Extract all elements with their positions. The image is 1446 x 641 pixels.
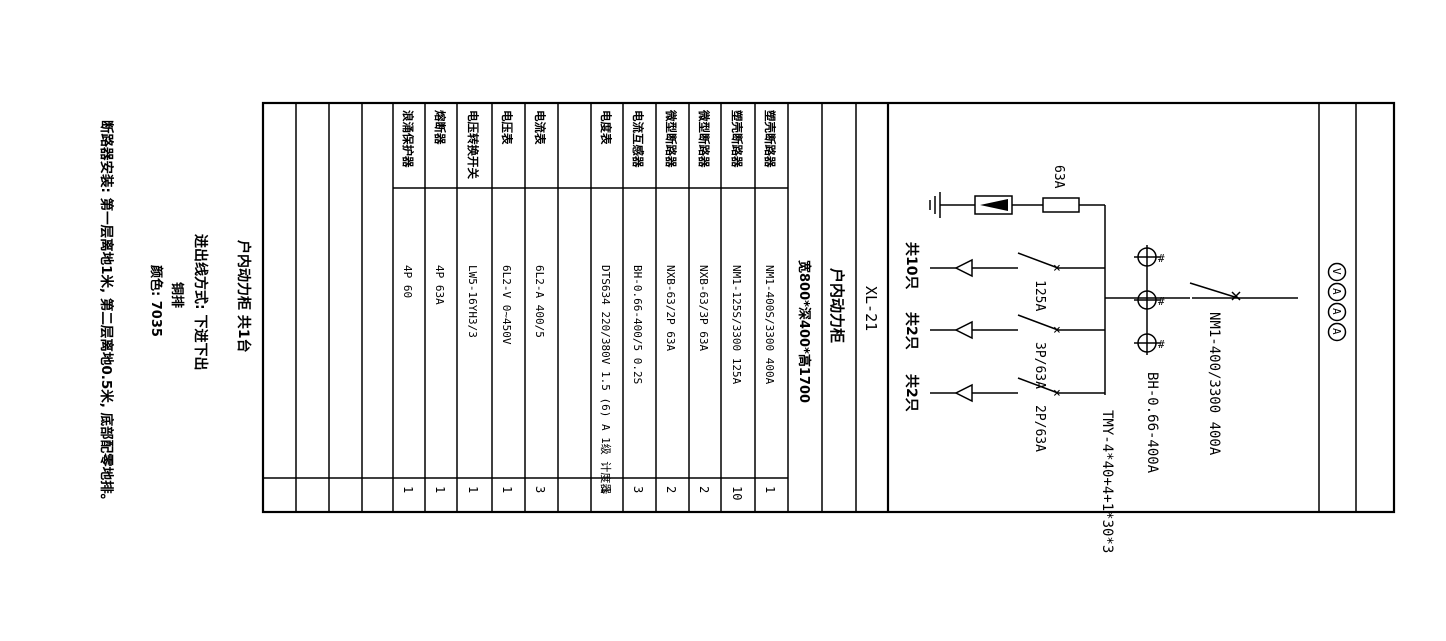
- fuse-symbol: [1042, 197, 1080, 213]
- current-transformer-group: # # #: [1134, 245, 1165, 355]
- component-spec: NXB-63/2P 63A: [664, 265, 677, 351]
- meter-circle: [1327, 302, 1347, 322]
- component-spec: 4P 60: [401, 265, 414, 298]
- meter-letter: A: [1330, 308, 1343, 315]
- note-wiring-mode: 进出线方式: 下进下出: [192, 234, 209, 370]
- component-qty: 10: [730, 486, 744, 500]
- branch1-rating: 125A: [1032, 280, 1047, 311]
- svg-text:×: ×: [1053, 386, 1061, 401]
- component-name: 电压转换开关: [466, 110, 480, 179]
- cabinet-header: 宽800*深400*高1700 户内动力柜 XL-21: [796, 259, 880, 403]
- component-name: 浪涌保护器: [401, 110, 415, 168]
- component-name: 熔断器: [433, 110, 447, 145]
- branch3-rating: 2P/63A: [1032, 405, 1047, 452]
- cabinet-name: 户内动力柜: [828, 268, 846, 343]
- note-color: 颜色: 7035: [148, 265, 164, 337]
- component-qty: 2: [664, 486, 678, 493]
- component-qty: 3: [631, 486, 645, 493]
- branch2-count: 共2只: [903, 312, 920, 350]
- svg-text:#: #: [1158, 338, 1165, 351]
- component-qty: 1: [763, 486, 777, 493]
- meter-letter: A: [1330, 328, 1343, 335]
- component-spec: NM1-125S/3300 125A: [730, 265, 743, 385]
- component-name: 塑壳断路器: [763, 110, 777, 168]
- single-line-diagram: NM1-400/3300 400A # # # BH-0.66-400A TMY…: [903, 165, 1298, 553]
- component-spec: NM1-400S/3300 400A: [763, 265, 776, 385]
- branch3-count: 共2只: [903, 374, 920, 412]
- component-name: 电流互感器: [631, 110, 645, 168]
- component-spec: 4P 63A: [433, 265, 446, 305]
- note-cabinet-count: 户内动力柜 共1台: [235, 240, 252, 353]
- fuse-label: 63A: [1051, 165, 1066, 189]
- component-name: 电度表: [599, 110, 613, 145]
- component-name: 微型断路器: [664, 109, 678, 168]
- note-breaker-install: 断路器安装: 第一层离地1米, 第二层离地0.5米, 底部配零地排。: [98, 120, 115, 507]
- component-spec: 6L2-A 400/5: [533, 265, 546, 338]
- component-qty: 1: [599, 486, 613, 493]
- main-breaker-x2: [1231, 291, 1241, 301]
- svg-text:×: ×: [1053, 261, 1061, 276]
- notes-block: 户内动力柜 共1台 进出线方式: 下进下出 铜排 颜色: 7035 断路器安装:…: [98, 120, 252, 507]
- meter-letter: A: [1330, 288, 1343, 295]
- component-spec: LW5-16YH3/3: [466, 265, 479, 338]
- component-qty: 3: [533, 486, 547, 493]
- component-name: 塑壳断路器: [730, 110, 744, 168]
- component-qty: 1: [500, 486, 514, 493]
- meter-letter: V: [1330, 268, 1343, 275]
- cabinet-code: XL-21: [862, 286, 880, 331]
- meter-circle: [1327, 262, 1347, 282]
- component-name: 电流表: [533, 110, 547, 145]
- component-qty: 2: [697, 486, 711, 493]
- svg-text:#: #: [1158, 252, 1165, 265]
- ct-label: BH-0.66-400A: [1144, 372, 1160, 474]
- component-qty: 1: [466, 486, 480, 493]
- svg-text:#: #: [1158, 295, 1165, 308]
- component-table: 塑壳断路器 NM1-400S/3300 400A 1 塑壳断路器 NM1-125S/33…: [401, 109, 777, 500]
- note-busbar-material: 铜排: [169, 281, 185, 308]
- component-spec: DTS634 220/380V 1.5 (6) A 1级 计度器: [599, 265, 613, 494]
- component-qty: 1: [433, 486, 447, 493]
- cabinet-size: 宽800*深400*高1700: [796, 259, 812, 403]
- component-spec: 6L2-V 0~450V: [500, 265, 513, 345]
- branch1-count: 共10只: [903, 242, 920, 289]
- meter-symbols: V A A A: [1327, 262, 1347, 342]
- main-breaker-label: NM1-400/3300 400A: [1206, 312, 1222, 456]
- component-spec: BH-0.66-400/5 0.2S: [631, 265, 644, 384]
- component-name: 电压表: [500, 110, 514, 145]
- svg-text:×: ×: [1053, 323, 1061, 338]
- meter-circle: [1327, 322, 1347, 342]
- component-spec: NXB-63/3P 63A: [697, 265, 710, 351]
- busbar-label: TMY-4*40+4+1*30*3: [1099, 410, 1115, 553]
- meter-circle: [1327, 282, 1347, 302]
- component-table-frame: [261, 101, 1396, 514]
- component-qty: 1: [401, 486, 415, 493]
- component-name: 微型断路器: [697, 109, 711, 168]
- branch2-rating: 3P/63A: [1032, 342, 1047, 389]
